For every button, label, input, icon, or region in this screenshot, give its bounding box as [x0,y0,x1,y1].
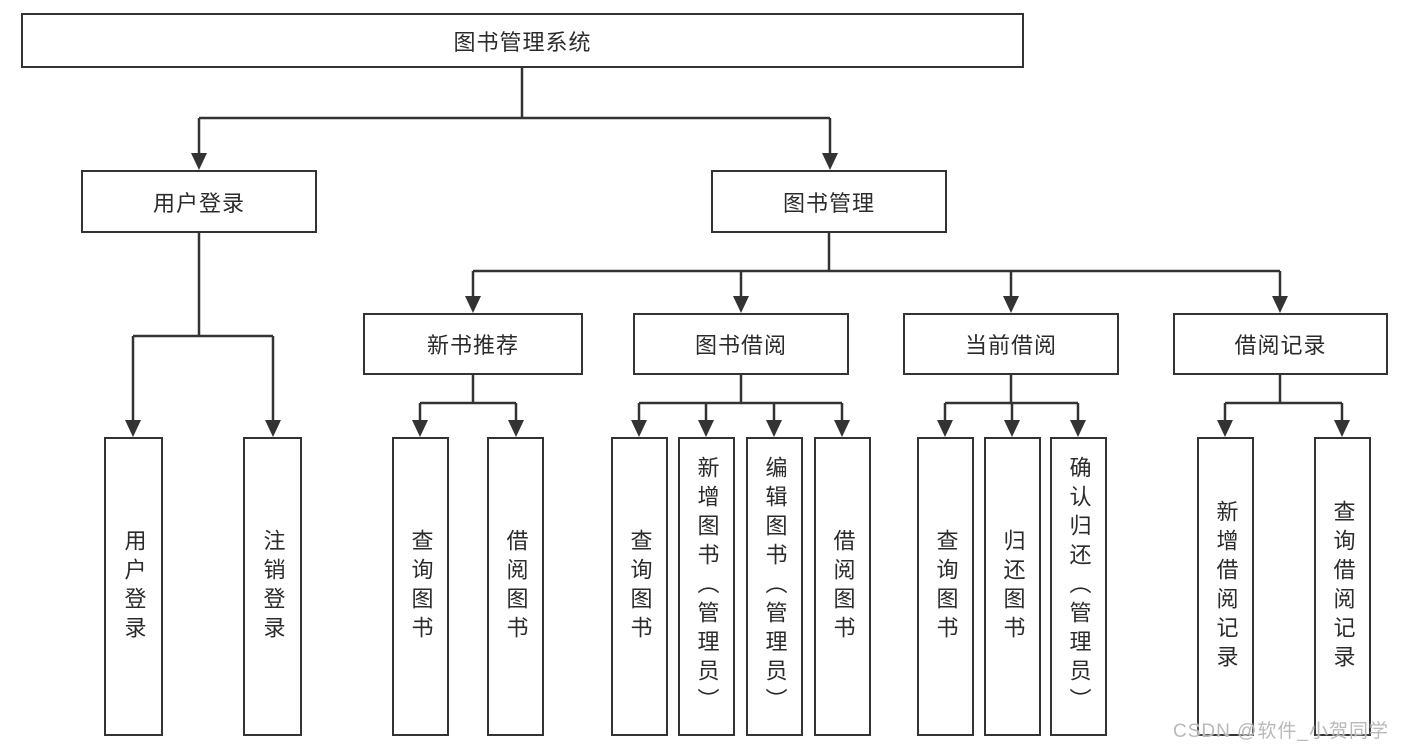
node-current-borrow-label: 当前借阅 [964,333,1057,358]
leaf-recommend-borrow-books: 借阅图书 [487,437,544,736]
leaf-recommend-query-books: 查询图书 [392,437,449,736]
node-library-system-label: 图书管理系统 [453,29,592,55]
node-book-management: 图书管理 [711,170,947,233]
node-borrow-records-label: 借阅记录 [1234,333,1327,358]
node-book-borrow-label: 图书借阅 [694,333,787,358]
node-book-management-label: 图书管理 [782,190,875,216]
leaf-return-books-label: 归还图书 [1000,528,1026,645]
leaf-add-borrow-record: 新增借阅记录 [1197,437,1254,736]
leaf-query-borrow-record-label: 查询借阅记录 [1330,499,1356,674]
node-new-book-recommend-label: 新书推荐 [426,333,519,358]
csdn-watermark: CSDN @软件_小贺同学 [1173,721,1389,742]
leaf-recommend-borrow-books-label: 借阅图书 [503,528,529,645]
leaf-borrow-query-books: 查询图书 [611,437,668,736]
leaf-user-login-label: 用户登录 [121,528,147,645]
leaf-borrow-query-books-label: 查询图书 [627,528,653,645]
node-book-borrow: 图书借阅 [633,313,849,375]
leaf-add-borrow-record-label: 新增借阅记录 [1213,499,1239,674]
leaf-edit-books-admin-label: 编辑图书（管理员） [762,456,788,717]
node-user-login: 用户登录 [81,170,317,233]
leaf-edit-books-admin: 编辑图书（管理员） [746,437,803,736]
leaf-user-login: 用户登录 [104,437,163,736]
leaf-current-query-books: 查询图书 [917,437,974,736]
node-current-borrow: 当前借阅 [903,313,1119,375]
leaf-confirm-return-admin-label: 确认归还（管理员） [1066,456,1092,717]
leaf-current-query-books-label: 查询图书 [933,528,959,645]
node-user-login-label: 用户登录 [152,190,245,216]
leaf-add-books-admin-label: 新增图书（管理员） [694,456,720,717]
leaf-logout-label: 注销登录 [260,528,286,645]
leaf-return-books: 归还图书 [984,437,1041,736]
leaf-logout: 注销登录 [243,437,302,736]
leaf-confirm-return-admin: 确认归还（管理员） [1050,437,1107,736]
leaf-borrow-books-label: 借阅图书 [830,528,856,645]
node-library-system: 图书管理系统 [21,13,1024,68]
leaf-add-books-admin: 新增图书（管理员） [678,437,735,736]
node-new-book-recommend: 新书推荐 [363,313,583,375]
leaf-query-borrow-record: 查询借阅记录 [1314,437,1371,736]
leaf-recommend-query-books-label: 查询图书 [408,528,434,645]
leaf-borrow-books: 借阅图书 [814,437,871,736]
node-borrow-records: 借阅记录 [1173,313,1388,375]
